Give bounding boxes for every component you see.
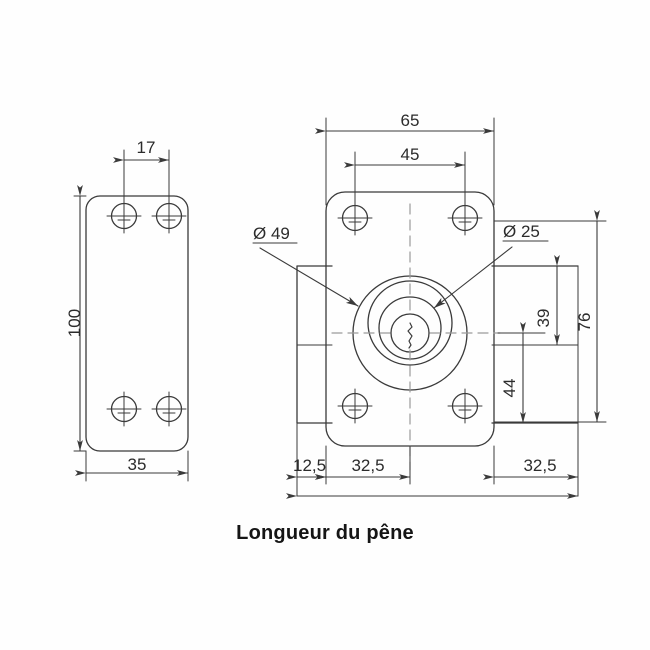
left-plate-hole-bottom-left [106,391,142,427]
callout-label-d25: Ø 25 [503,222,540,241]
dimension-label-12-5: 12,5 [293,456,326,475]
dimension-label-32-5-left: 32,5 [351,456,384,475]
dimension-label-35: 35 [128,455,147,474]
keyway-slot [407,322,413,349]
callout-d25-leader [433,240,549,309]
dimension-35-extension-lines [85,450,189,482]
left-plate-outline [85,195,189,452]
centre-lines [329,199,501,471]
dimension-label-65: 65 [401,111,420,130]
dimension-label-39: 39 [534,309,553,328]
dimension-label-76: 76 [575,313,594,332]
dimension-17-extension-lines [123,149,170,209]
body-hole-bottom-left [337,388,373,424]
dimension-45-extension-lines [354,151,466,211]
body-hole-bottom-right [447,388,483,424]
dimension-label-17: 17 [137,138,156,157]
dimension-label-44: 44 [500,379,519,398]
bolt-projection-block [296,265,333,424]
dimension-label-100: 100 [65,309,84,337]
dimension-39-extension-lines [519,265,571,346]
dimension-44-extension-lines [497,332,546,424]
callout-label-d49: Ø 49 [253,224,290,243]
drawing-caption: Longueur du pêne [236,522,414,544]
lock-body-outline [325,191,495,447]
callout-d49-leader [252,242,359,307]
dimension-label-32-5-right: 32,5 [523,456,556,475]
cylinder-mid-ring [367,280,453,366]
dimension-76-extension-lines [493,220,607,423]
left-plate-hole-bottom-right [151,391,187,427]
dimension-label-45: 45 [401,145,420,164]
